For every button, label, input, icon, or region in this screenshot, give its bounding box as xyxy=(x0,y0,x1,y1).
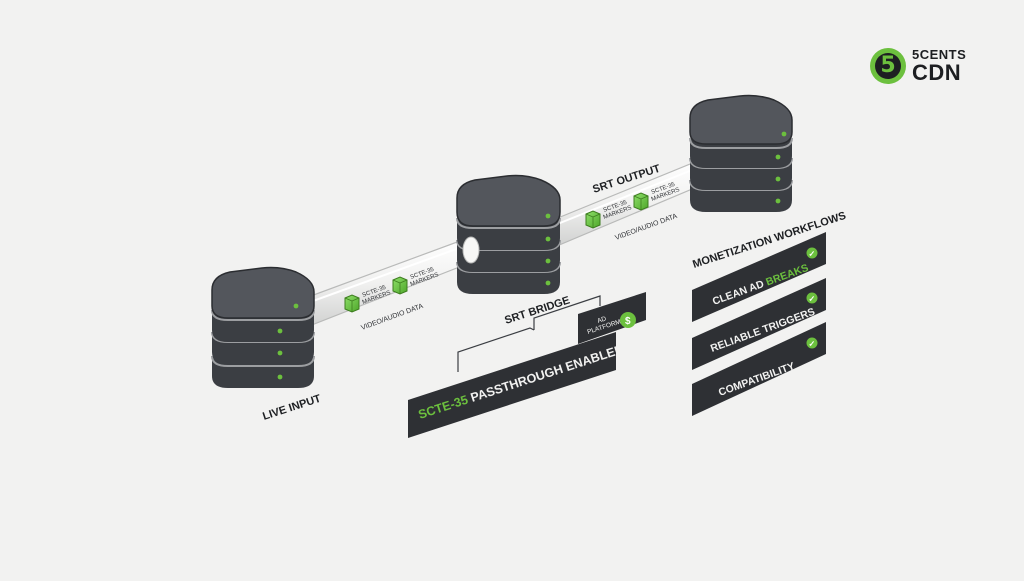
brand-logo: 5 5CENTS CDN xyxy=(870,46,982,90)
data-label-left: VIDEO/AUDIO DATA xyxy=(360,303,424,332)
check-mark: ✓ xyxy=(809,295,816,304)
check-icon xyxy=(806,337,818,349)
server-srt-bridge xyxy=(456,174,561,294)
logo-text-bottom: CDN xyxy=(912,60,962,85)
marker-cube-right-2 xyxy=(633,192,649,211)
passthrough-banner: SCTE-35 PASSTHROUGH ENABLED xyxy=(408,332,625,438)
node-label-srt-bridge: SRT BRIDGE xyxy=(503,294,571,326)
pipe-joint xyxy=(462,236,480,264)
marker-cube-left-1 xyxy=(344,294,360,313)
bridge-bracket xyxy=(457,295,601,372)
node-label-live-input: LIVE INPUT xyxy=(261,393,323,423)
server-srt-output xyxy=(689,94,793,212)
passthrough-text: SCTE-35 PASSTHROUGH ENABLED xyxy=(417,342,626,422)
logo-digit: 5 xyxy=(875,53,901,79)
check-icon xyxy=(806,247,818,259)
ad-platforms-line1: AD xyxy=(596,315,607,325)
check-mark: ✓ xyxy=(809,340,816,349)
check-icon xyxy=(806,292,818,304)
server-live-input xyxy=(211,266,315,388)
logo-text-top: 5CENTS xyxy=(912,47,967,62)
marker-cube-left-2 xyxy=(392,276,408,295)
dollar-icon xyxy=(620,312,636,328)
pipe-left xyxy=(299,237,473,329)
logo-5-icon: 5 xyxy=(870,48,906,84)
check-mark: ✓ xyxy=(809,250,816,259)
marker-cube-right-1 xyxy=(585,210,601,229)
dollar-symbol: $ xyxy=(625,316,631,327)
